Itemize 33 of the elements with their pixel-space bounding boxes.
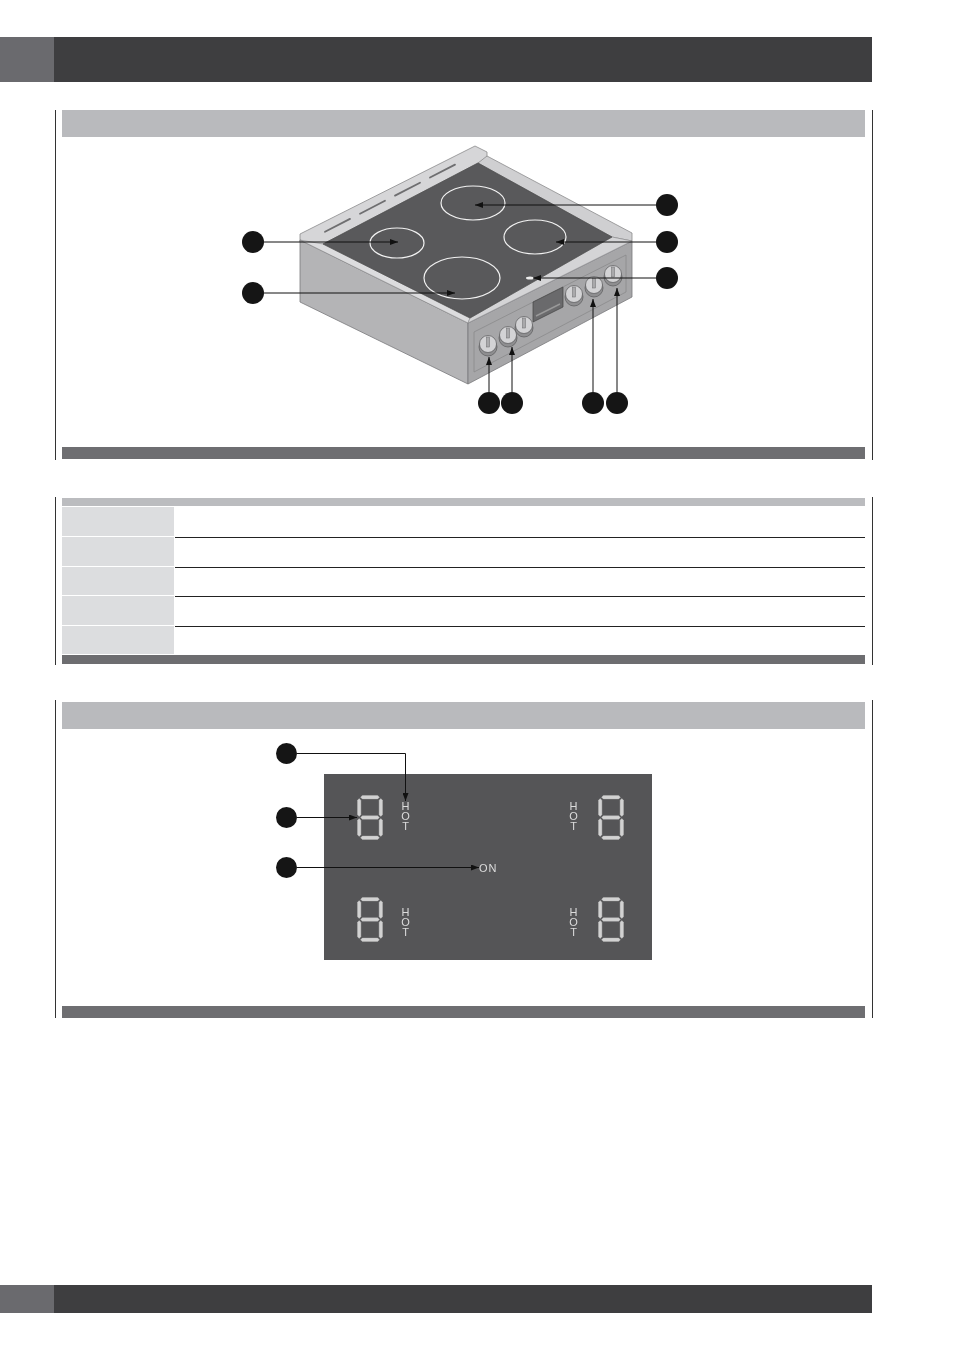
display-panel: [324, 774, 652, 960]
leader-line: [486, 356, 492, 393]
indicator-label: HOT: [568, 907, 579, 937]
leader-line: [509, 346, 515, 393]
callout-marker: [582, 392, 604, 414]
callout-marker: [656, 194, 678, 216]
leader-line: [590, 298, 596, 393]
callout-marker: [478, 392, 500, 414]
callout-marker: [242, 231, 264, 253]
leader-line: [532, 275, 657, 281]
callout-marker: [276, 743, 297, 764]
callout-marker: [276, 807, 297, 828]
leader-line: [263, 290, 456, 296]
callout-marker: [606, 392, 628, 414]
indicator-label: HOT: [400, 801, 411, 831]
leader-line: [296, 864, 480, 871]
section-title-bar: [62, 110, 865, 137]
section-title-bar: [62, 702, 865, 729]
leader-line: [296, 814, 358, 821]
callout-marker: [242, 282, 264, 304]
indicator-label: HOT: [568, 801, 579, 831]
indicator-label: ON: [479, 862, 498, 875]
indicator-label: HOT: [400, 907, 411, 937]
callout-marker: [501, 392, 523, 414]
leader-line: [474, 202, 657, 208]
leader-line: [263, 239, 399, 245]
callout-marker: [276, 857, 297, 878]
leader-line: [555, 239, 657, 245]
callout-marker: [656, 231, 678, 253]
seven-segment-digit-icon: [357, 795, 383, 840]
leader-line: [614, 287, 620, 393]
callout-marker: [656, 267, 678, 289]
leader-line: [296, 753, 409, 802]
